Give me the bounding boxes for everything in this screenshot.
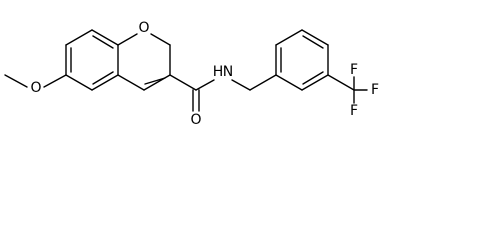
bond-ph-c2-c3 bbox=[275, 29, 303, 46]
bond-c7a-c7-inner bbox=[92, 71, 114, 85]
bond-ph-c5-c6 bbox=[301, 74, 329, 91]
atom-amide-nitrogen: N bbox=[223, 64, 233, 80]
molecule-diagram: O O O H N F F F bbox=[4, 20, 379, 128]
bond-c5-c4 bbox=[65, 29, 93, 46]
bond-methyl-o bbox=[4, 74, 28, 88]
bond-o1-c2 bbox=[150, 33, 171, 46]
bond-o-c6 bbox=[43, 74, 67, 88]
bond-ph-c5-c6-inner bbox=[302, 71, 324, 85]
bond-c7a-c7 bbox=[91, 74, 119, 91]
bond-ph-c3-c4 bbox=[301, 29, 329, 46]
bond-c3-carbonyl bbox=[169, 74, 197, 91]
bond-n-ch2 bbox=[231, 79, 251, 91]
bond-c3a-o1 bbox=[117, 33, 138, 46]
bond-c4-c3a bbox=[91, 29, 119, 46]
bonds bbox=[4, 29, 368, 112]
atom-labels: O O O H N F F F bbox=[30, 20, 379, 128]
bond-c3-c4 bbox=[143, 74, 171, 91]
bond-c4-c3a-inner bbox=[92, 35, 114, 49]
bond-ph-c6-c1 bbox=[275, 74, 303, 91]
bond-ph-c3-c4-inner bbox=[302, 35, 324, 49]
bond-ph-cf3 bbox=[327, 74, 355, 91]
bond-c3-c4-inner bbox=[144, 77, 166, 85]
atom-amide-hydrogen: H bbox=[213, 64, 224, 80]
atom-fluorine-bottom: F bbox=[350, 103, 358, 119]
bond-c7-c6 bbox=[65, 74, 93, 91]
bond-ch2-aryl bbox=[249, 74, 277, 91]
atom-carbonyl-oxygen: O bbox=[190, 112, 201, 128]
bond-c4-c7a bbox=[117, 74, 145, 91]
bond-carbonyl-n bbox=[195, 79, 215, 91]
atom-ring-oxygen: O bbox=[138, 20, 149, 36]
atom-methoxy-oxygen: O bbox=[30, 80, 41, 96]
atom-fluorine-top: F bbox=[350, 62, 358, 78]
atom-fluorine-right: F bbox=[371, 82, 379, 98]
